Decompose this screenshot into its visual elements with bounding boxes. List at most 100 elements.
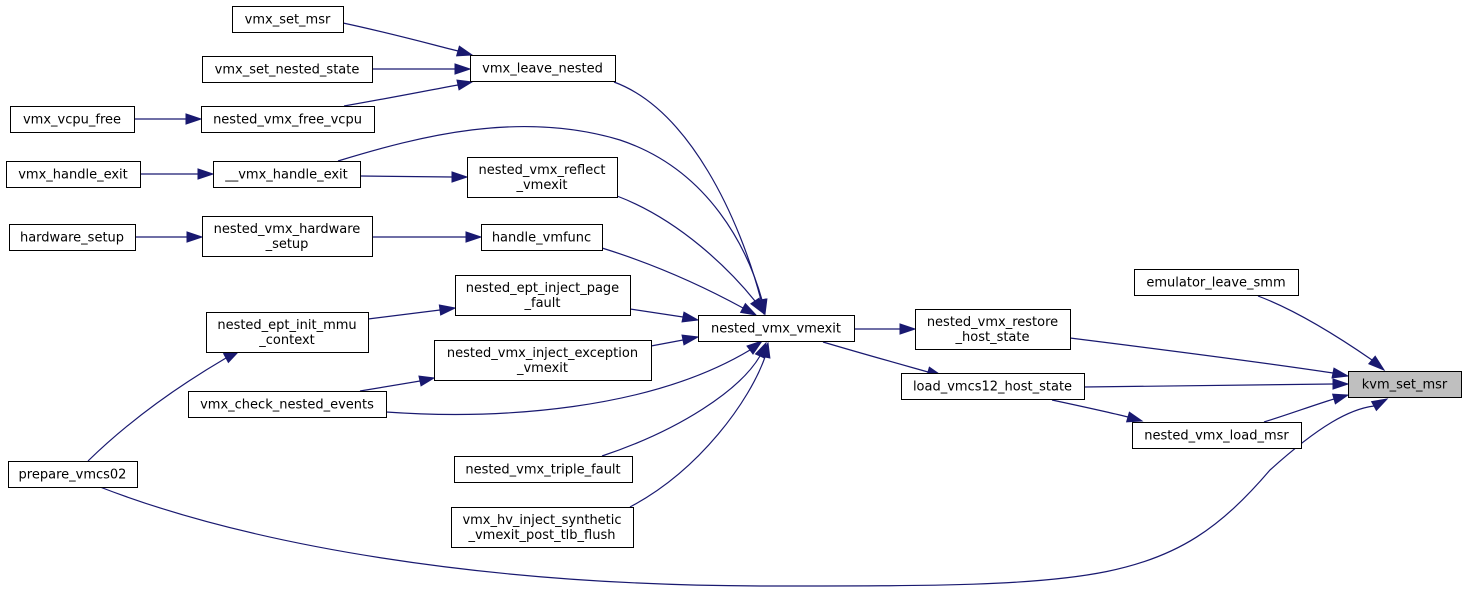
node-label: nested_vmx_hardware — [214, 222, 361, 237]
node-label: handle_vmfunc — [492, 231, 591, 246]
node-vmx-hv-inject-synthetic-vmexit-post-tlb-flush[interactable]: vmx_hv_inject_synthetic_vmexit_post_tlb_… — [451, 507, 634, 548]
arrowhead-icon — [749, 297, 764, 315]
edge-vmx_check_nested_events-to-nested_vmx_vmexit — [385, 340, 764, 415]
node-handle-vmfunc[interactable]: handle_vmfunc — [481, 224, 603, 251]
node-nested-vmx-hardware-setup[interactable]: nested_vmx_hardware_setup — [202, 216, 373, 257]
node-label: vmx_hv_inject_synthetic — [462, 513, 621, 528]
edge-nested_vmx_inject_exception_vmexit-to-nested_vmx_vmexit — [650, 334, 700, 347]
edge-nested_vmx_hardware_setup-to-handle_vmfunc — [372, 231, 483, 243]
edge-nested_ept_inject_page_fault-to-nested_vmx_vmexit — [629, 308, 700, 323]
node-label: vmx_leave_nested — [482, 62, 603, 77]
node-nested-vmx-free-vcpu[interactable]: nested_vmx_free_vcpu — [201, 106, 375, 133]
edge-__vmx_handle_exit-to-nested_vmx_reflect_vmexit — [359, 171, 469, 183]
node-vmx-check-nested-events[interactable]: vmx_check_nested_events — [188, 391, 387, 418]
node-nested-vmx-vmexit[interactable]: nested_vmx_vmexit — [698, 315, 855, 342]
arrowhead-icon — [1367, 355, 1386, 372]
edge-vmx_vcpu_free-to-nested_vmx_free_vcpu — [134, 113, 203, 125]
node-label: nested_vmx_inject_exception — [447, 346, 638, 361]
node-label: vmx_vcpu_free — [23, 113, 121, 128]
arrowhead-icon — [1125, 411, 1144, 423]
arrowhead-icon — [746, 340, 764, 355]
arrowhead-icon — [186, 231, 204, 243]
edge-prepare_vmcs02-to-kvm_set_msr — [99, 398, 1389, 587]
edge-handle_vmfunc-to-nested_vmx_vmexit — [601, 247, 758, 316]
node-vmx-handle-exit[interactable]: vmx_handle_exit — [6, 161, 141, 188]
edge-emulator_leave_smm-to-kvm_set_msr — [1257, 295, 1386, 372]
node-label: emulator_leave_smm — [1146, 276, 1285, 291]
node-label: _context — [258, 333, 315, 348]
node-label: nested_ept_init_mmu — [217, 318, 356, 333]
node-label: nested_ept_inject_page — [466, 281, 619, 296]
edge-nested_vmx_load_msr-to-kvm_set_msr — [1263, 393, 1350, 423]
node-label: vmx_handle_exit — [18, 168, 128, 183]
arrowhead-icon — [454, 63, 472, 75]
node-kvm-set-msr[interactable]: kvm_set_msr — [1348, 371, 1462, 398]
edge-vmx_check_nested_events-to-nested_vmx_inject_exception_vmexit — [359, 375, 436, 392]
arrowhead-icon — [1370, 398, 1389, 412]
arrowhead-icon — [451, 171, 469, 183]
arrowhead-icon — [1332, 378, 1350, 390]
node-vmx-set-msr[interactable]: vmx_set_msr — [232, 6, 344, 33]
node-label: nested_vmx_vmexit — [711, 322, 841, 337]
node-load-vmcs12-host-state[interactable]: load_vmcs12_host_state — [901, 373, 1085, 400]
node-label: nested_vmx_restore — [927, 315, 1058, 330]
node-label: _host_state — [955, 330, 1030, 345]
node-nested-vmx-reflect-vmexit[interactable]: nested_vmx_reflect_vmexit — [467, 157, 618, 198]
node-label: nested_vmx_triple_fault — [465, 463, 620, 478]
node-label: vmx_set_nested_state — [215, 63, 360, 78]
call-edges — [87, 22, 1389, 587]
arrowhead-icon — [465, 231, 483, 243]
node-label: prepare_vmcs02 — [19, 468, 127, 483]
node-label: _vmexit_post_tlb_flush — [467, 528, 615, 543]
node-vmx-set-nested-state[interactable]: vmx_set_nested_state — [202, 56, 373, 83]
arrowhead-icon — [681, 334, 700, 346]
edge-nested_vmx_restore_host_state-to-kvm_set_msr — [1069, 337, 1350, 379]
node-label: vmx_check_nested_events — [200, 398, 374, 413]
node-vmx-handle-exit[interactable]: __vmx_handle_exit — [213, 161, 361, 188]
arrowhead-icon — [681, 311, 700, 323]
node-nested-vmx-load-msr[interactable]: nested_vmx_load_msr — [1132, 422, 1302, 449]
node-nested-ept-inject-page-fault[interactable]: nested_ept_inject_page_fault — [455, 275, 631, 316]
node-label: vmx_set_msr — [245, 13, 331, 28]
arrowhead-icon — [456, 79, 474, 91]
node-nested-ept-init-mmu-context[interactable]: nested_ept_init_mmu_context — [206, 312, 369, 353]
edge-hardware_setup-to-nested_vmx_hardware_setup — [135, 231, 204, 243]
node-vmx-vcpu-free[interactable]: vmx_vcpu_free — [10, 106, 135, 133]
node-nested-vmx-inject-exception-vmexit[interactable]: nested_vmx_inject_exception_vmexit — [434, 340, 652, 381]
edge-load_vmcs12_host_state-to-kvm_set_msr — [1083, 378, 1350, 390]
edge-load_vmcs12_host_state-to-nested_vmx_load_msr — [1051, 399, 1144, 423]
node-nested-vmx-restore-host-state[interactable]: nested_vmx_restore_host_state — [915, 309, 1071, 350]
arrowhead-icon — [438, 304, 457, 316]
edge-vmx_leave_nested-to-nested_vmx_vmexit — [613, 81, 767, 316]
node-label: kvm_set_msr — [1362, 378, 1448, 393]
node-vmx-leave-nested[interactable]: vmx_leave_nested — [470, 55, 616, 82]
node-label: hardware_setup — [20, 231, 124, 246]
arrowhead-icon — [1331, 393, 1350, 405]
node-label: nested_vmx_load_msr — [1144, 429, 1289, 444]
edge-nested_vmx_reflect_vmexit-to-nested_vmx_vmexit — [616, 195, 764, 315]
arrowhead-icon — [455, 45, 474, 57]
node-label: _vmexit — [515, 178, 567, 193]
edge-vmx_hv_inject_synthetic_vmexit_post_tlb_flush-to-nested_vmx_vmexit — [629, 341, 771, 508]
node-emulator-leave-smm[interactable]: emulator_leave_smm — [1134, 269, 1299, 296]
node-nested-vmx-triple-fault[interactable]: nested_vmx_triple_fault — [454, 456, 633, 483]
edge-nested_vmx_vmexit-to-nested_vmx_restore_host_state — [854, 323, 917, 335]
node-label: __vmx_handle_exit — [224, 168, 348, 183]
node-label: load_vmcs12_host_state — [913, 380, 1072, 395]
arrowhead-icon — [418, 375, 436, 387]
arrowhead-icon — [197, 168, 215, 180]
edge-vmx_set_msr-to-vmx_leave_nested — [342, 22, 474, 57]
node-label: nested_vmx_reflect — [479, 163, 606, 178]
arrowhead-icon — [185, 113, 203, 125]
arrowhead-icon — [1331, 367, 1350, 379]
node-hardware-setup[interactable]: hardware_setup — [9, 224, 136, 251]
call-nodes: kvm_set_msr emulator_leave_smm nested_vmx_… — [6, 6, 1462, 548]
node-label: _fault — [524, 296, 561, 311]
node-label: nested_vmx_free_vcpu — [213, 113, 362, 128]
node-label: _vmexit — [516, 361, 568, 376]
edge-nested_vmx_free_vcpu-to-vmx_leave_nested — [343, 79, 474, 107]
arrowhead-icon — [759, 341, 771, 359]
node-prepare-vmcs02[interactable]: prepare_vmcs02 — [8, 461, 138, 488]
edge-nested_ept_init_mmu_context-to-nested_ept_inject_page_fault — [367, 304, 457, 320]
